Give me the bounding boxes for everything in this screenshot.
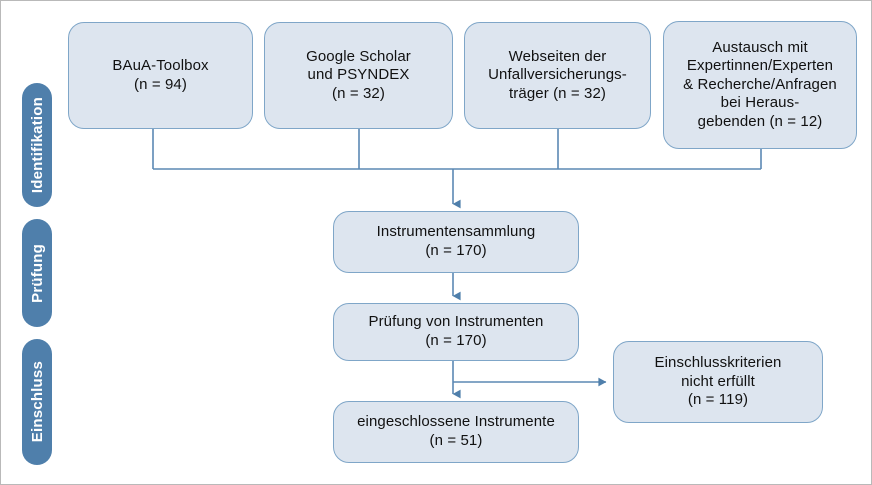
node-text: Austausch mit Expertinnen/Experten & Rec… xyxy=(670,39,850,132)
node-pruefung-von-instrumenten: Prüfung von Instrumenten (n = 170) xyxy=(333,303,579,361)
node-line: (n = 170) xyxy=(425,332,487,349)
node-line: Austausch mit xyxy=(712,38,808,56)
node-line: und PSYNDEX xyxy=(307,66,410,84)
node-einschlusskriterien-nicht-erfuellt: Einschlusskriterien nicht erfüllt (n = 1… xyxy=(613,341,823,423)
stage-pill-pruefung: Prüfung xyxy=(22,219,52,327)
node-line: (n = 32) xyxy=(332,84,385,102)
node-line: eingeschlossene Instrumente xyxy=(357,413,555,431)
node-text: Prüfung von Instrumenten (n = 170) xyxy=(340,313,572,350)
node-text: eingeschlossene Instrumente (n = 51) xyxy=(340,413,572,450)
node-source-google-scholar-psyndex: Google Scholar und PSYNDEX (n = 32) xyxy=(264,22,453,129)
node-line: bei Heraus- xyxy=(720,94,800,112)
node-line: gebenden (n = 12) xyxy=(697,112,823,130)
node-line: Expertinnen/Experten xyxy=(686,57,834,75)
node-line: (n = 94) xyxy=(134,75,187,93)
node-source-webseiten-unfallversicherungstraeger: Webseiten der Unfallversicherungs- träge… xyxy=(464,22,651,129)
node-text: Google Scholar und PSYNDEX (n = 32) xyxy=(271,48,446,104)
node-text: Webseiten der Unfallversicherungs- träge… xyxy=(471,48,644,104)
stage-label-pruefung: Prüfung xyxy=(28,243,46,303)
node-line: Webseiten der xyxy=(508,47,607,65)
node-line: Unfallversicherungs- xyxy=(488,66,627,84)
node-line: (n = 51) xyxy=(429,432,483,449)
node-line: Instrumentensammlung xyxy=(376,223,536,241)
stage-label-identifikation: Identifikation xyxy=(28,96,46,194)
node-line: Google Scholar xyxy=(306,47,411,65)
node-source-austausch-expertinnen: Austausch mit Expertinnen/Experten & Rec… xyxy=(663,21,857,149)
node-line: Einschlusskriterien xyxy=(654,354,782,372)
node-text: Einschlusskriterien nicht erfüllt (n = 1… xyxy=(620,354,816,410)
node-text: BAuA-Toolbox (n = 94) xyxy=(75,57,246,94)
node-instrumentensammlung: Instrumentensammlung (n = 170) xyxy=(333,211,579,273)
node-line: Prüfung von Instrumenten xyxy=(368,313,544,331)
node-line: & Recherche/Anfragen xyxy=(683,75,837,93)
stage-pill-identifikation: Identifikation xyxy=(22,83,52,207)
node-line: (n = 170) xyxy=(425,242,487,259)
node-line: (n = 119) xyxy=(687,391,749,409)
node-line: BAuA-Toolbox xyxy=(112,56,209,74)
node-line: träger (n = 32) xyxy=(509,84,606,102)
node-eingeschlossene-instrumente: eingeschlossene Instrumente (n = 51) xyxy=(333,401,579,463)
node-line: nicht erfüllt xyxy=(681,372,755,390)
stage-label-einschluss: Einschluss xyxy=(28,361,46,443)
node-source-baua-toolbox: BAuA-Toolbox (n = 94) xyxy=(68,22,253,129)
stage-pill-einschluss: Einschluss xyxy=(22,339,52,465)
node-text: Instrumentensammlung (n = 170) xyxy=(340,223,572,260)
